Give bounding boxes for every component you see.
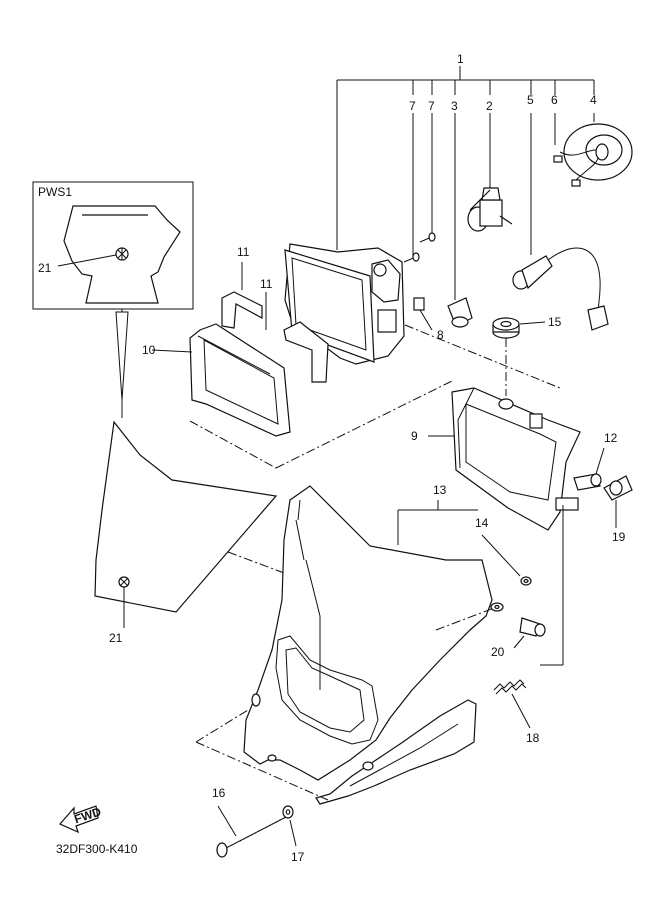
pws1-inset: PWS1	[32, 181, 194, 418]
collar-bolt-icon	[513, 617, 546, 649]
diagram-code: 32DF300-K410	[56, 842, 138, 856]
callout-9: 9	[411, 429, 418, 443]
callout-14: 14	[475, 516, 489, 530]
socket-cord-icon	[512, 247, 609, 331]
callout-16: 16	[212, 786, 226, 800]
callout-4: 4	[590, 93, 597, 107]
bulb-icon	[467, 180, 513, 232]
callout-1-bracket	[336, 66, 595, 300]
rubber-strip-11a	[221, 262, 263, 329]
fwd-label: FWD	[72, 804, 103, 826]
callout-18: 18	[526, 731, 540, 745]
fwd-arrow-icon: FWD	[59, 804, 103, 834]
callout-3: 3	[451, 99, 458, 113]
bulb-cap-icon	[553, 123, 633, 187]
callout-5: 5	[527, 93, 534, 107]
headlight-plane	[189, 324, 561, 469]
rubber-seal-10	[151, 323, 291, 437]
callout-12: 12	[604, 431, 618, 445]
callout-10: 10	[142, 343, 156, 357]
bolt-icon	[573, 447, 605, 491]
rubber-strip-11b	[265, 292, 329, 383]
callout-11a: 11	[237, 245, 250, 259]
callout-21b: 21	[109, 631, 123, 645]
callout-21a: 21	[38, 261, 52, 275]
knob-icon	[603, 475, 633, 528]
callout-11b: 11	[260, 277, 273, 291]
callout-7a: 7	[409, 99, 416, 113]
callout-1: 1	[457, 52, 464, 66]
grommet-icon	[413, 297, 425, 311]
callout-13-bracket	[397, 500, 478, 545]
position-bulb-icon	[447, 297, 473, 328]
callout-6: 6	[551, 93, 558, 107]
headlight-cover	[243, 485, 504, 781]
callout-17: 17	[291, 850, 305, 864]
headlight-bracket	[428, 387, 581, 531]
washer-icon	[481, 534, 532, 586]
screw-icon	[403, 232, 436, 263]
damper-icon	[492, 317, 546, 396]
callout-19: 19	[612, 530, 626, 544]
callout-13: 13	[433, 483, 447, 497]
callout-20: 20	[491, 645, 505, 659]
callout-15: 15	[548, 315, 562, 329]
callout-7b: 7	[428, 99, 435, 113]
washer-17-icon	[282, 805, 297, 847]
pws1-label: PWS1	[38, 185, 72, 199]
number-plate	[94, 420, 336, 628]
lower-fairing	[195, 699, 477, 805]
spring-icon	[493, 679, 531, 729]
callout-8: 8	[437, 328, 444, 342]
long-bolt-icon	[216, 805, 289, 858]
callout-2: 2	[486, 99, 493, 113]
